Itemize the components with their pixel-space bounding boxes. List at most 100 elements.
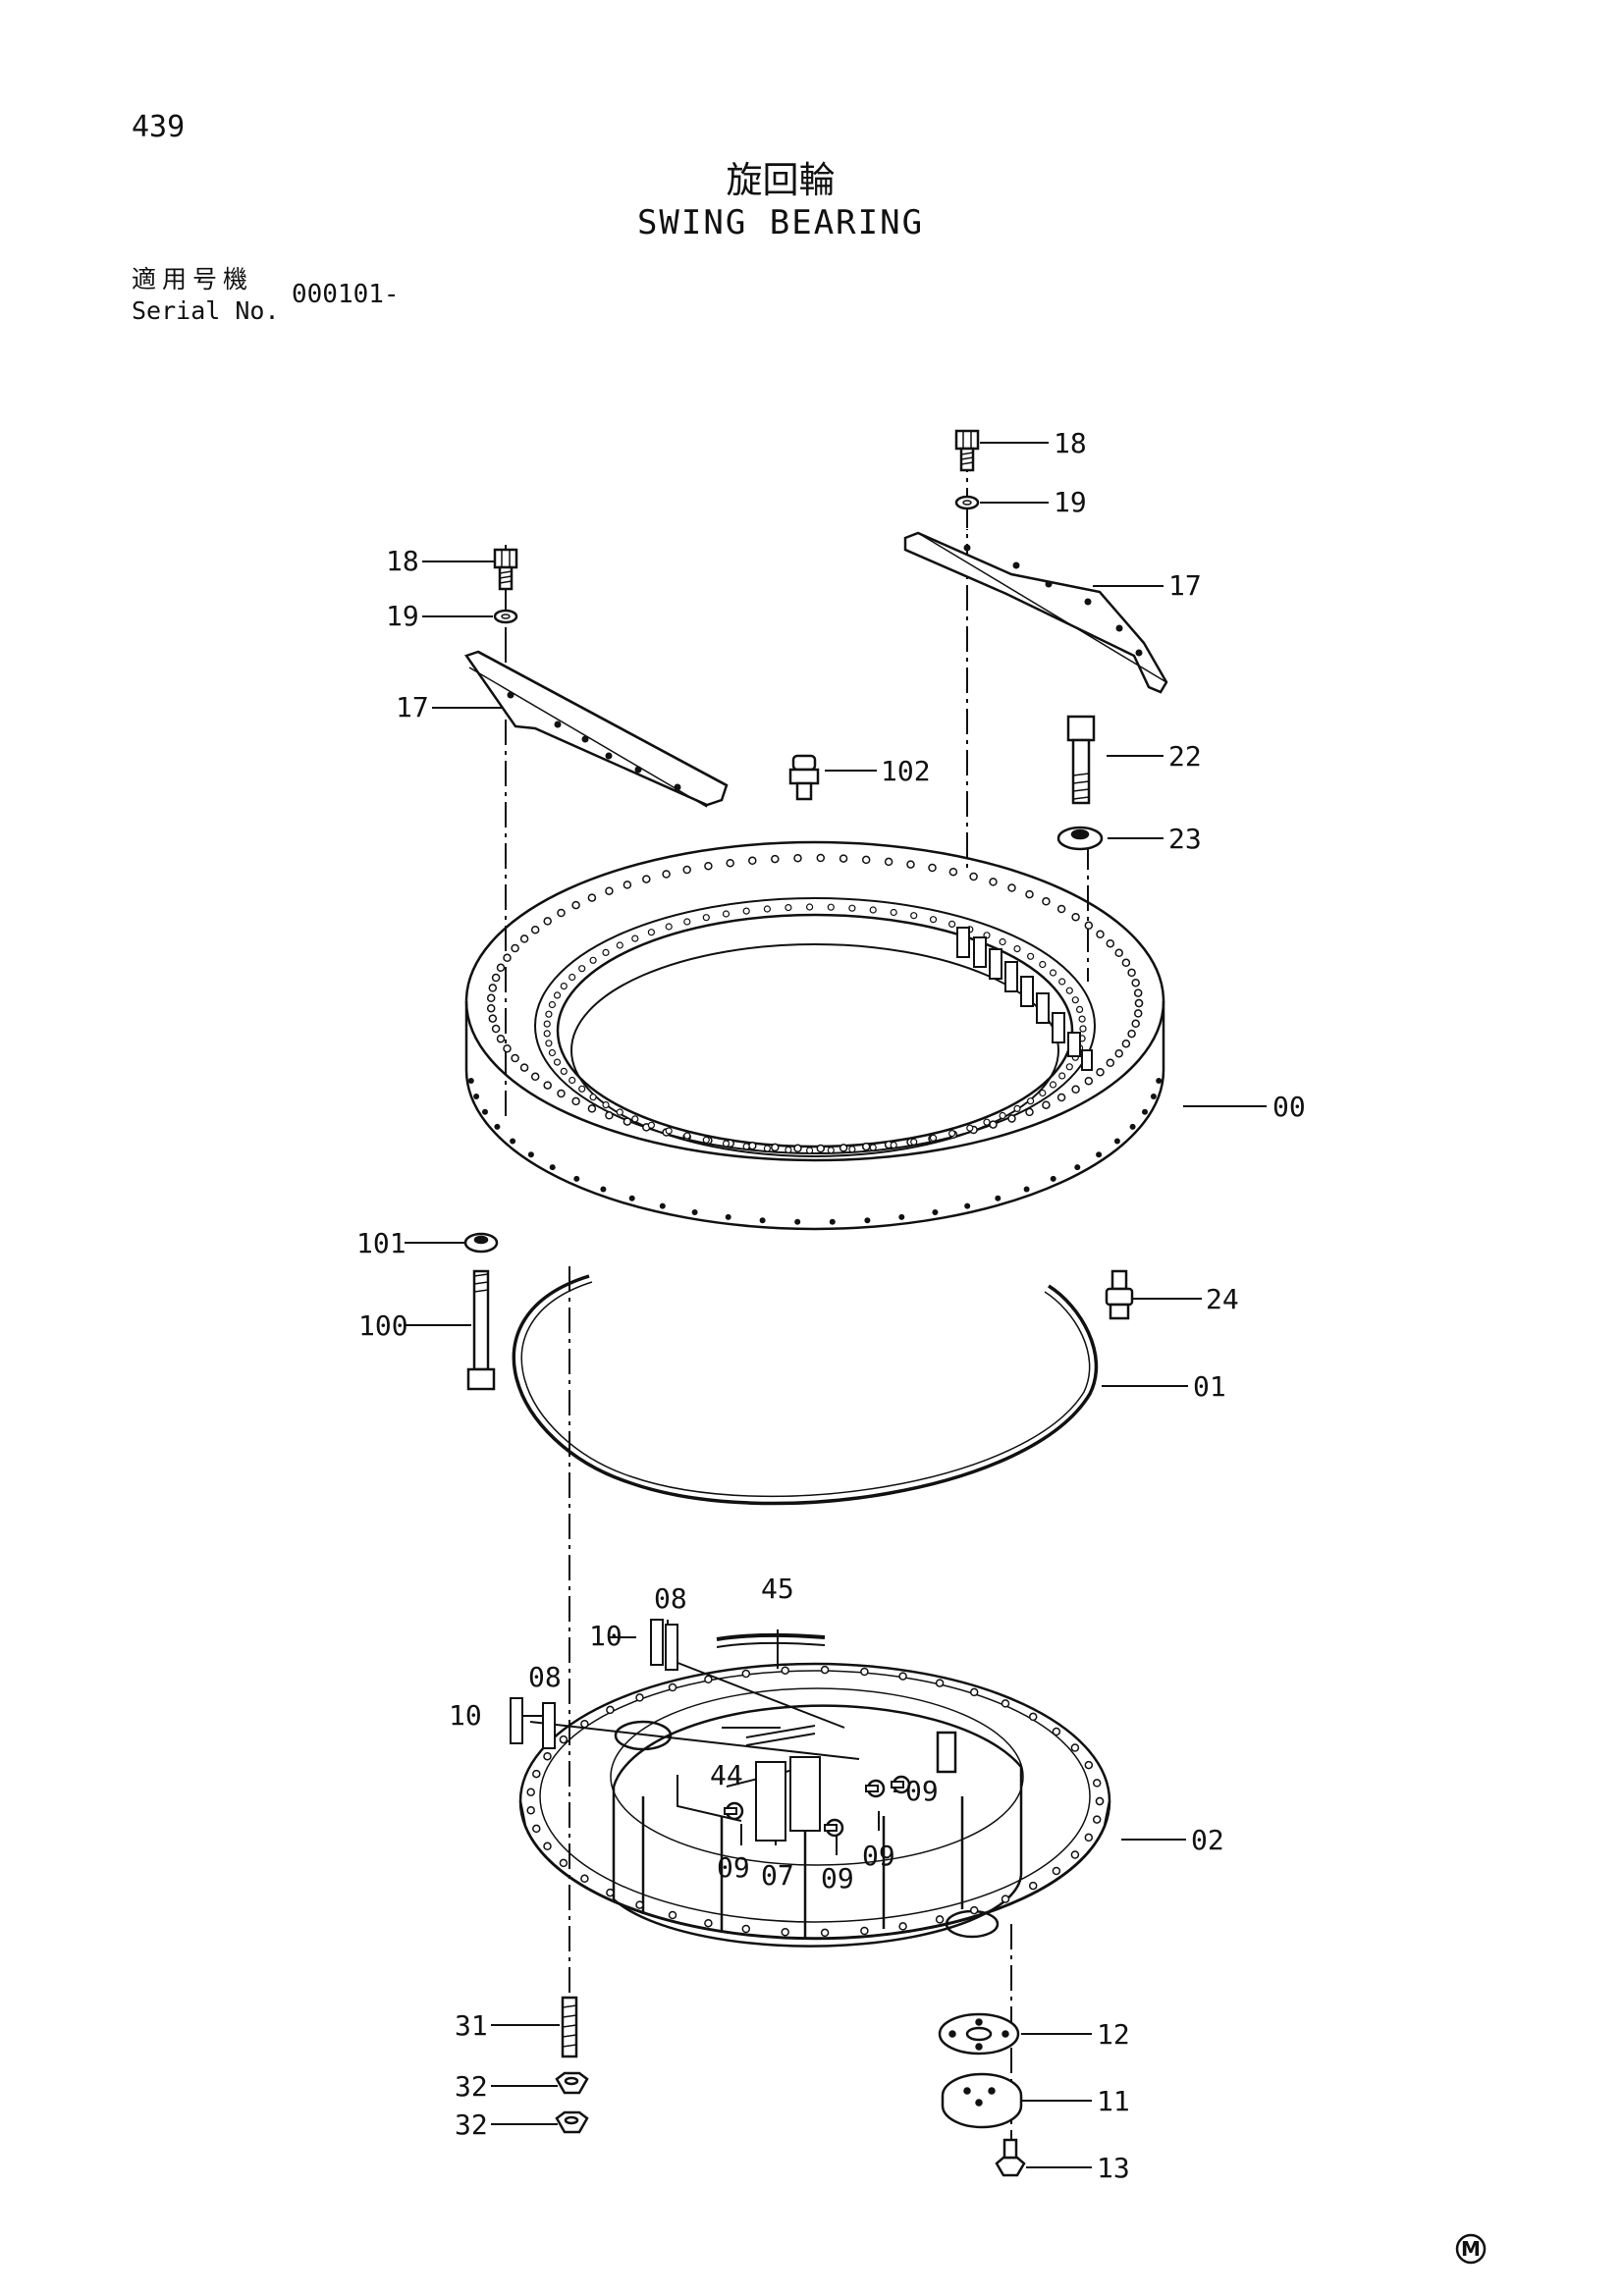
bolt-hole (543, 917, 552, 926)
bolt-hole (665, 923, 673, 931)
title-english: SWING BEARING (636, 203, 925, 242)
bolt-hole (1084, 1833, 1094, 1842)
bolt-hole (704, 1918, 713, 1928)
bolt-hole (1096, 930, 1105, 939)
bolt-hole (1127, 1029, 1136, 1039)
bolt-hole (1092, 1815, 1102, 1824)
bolt-hole (781, 1928, 789, 1937)
bolt-hole (568, 973, 576, 982)
bolt-hole (486, 1003, 496, 1013)
bolt-hole (1026, 1097, 1035, 1105)
callout-13: 13 (1097, 2152, 1130, 2184)
bolt-hole (605, 886, 614, 895)
bolt-hole (1052, 1866, 1061, 1876)
bolt-hole (683, 1132, 691, 1140)
callout-17: 17 (1168, 569, 1202, 602)
bolt-hole (530, 925, 540, 934)
bolt-hole (1079, 1025, 1087, 1033)
bolt-hole (496, 1034, 506, 1043)
bolt-hole (748, 856, 757, 866)
bolt-hole (995, 1195, 1001, 1201)
callout-100: 100 (358, 1309, 408, 1342)
bolt-hole (1071, 912, 1080, 922)
bolt-hole (1071, 996, 1079, 1004)
bolt-hole (793, 853, 802, 863)
bolt-hole (543, 1842, 552, 1851)
bolt-hole (989, 878, 998, 886)
bolt-hole (1025, 1107, 1034, 1117)
bolt-hole (1039, 960, 1047, 969)
bolt-hole (890, 908, 897, 917)
bolt-hole (1056, 904, 1066, 914)
bolt-hole (647, 929, 656, 936)
callout-12: 12 (1097, 2018, 1130, 2051)
bolt-hole (928, 863, 937, 873)
bolt-hole (785, 1146, 792, 1154)
bolt-hole (741, 1669, 751, 1679)
callout-19: 19 (386, 600, 419, 632)
bolt-hole (1074, 1164, 1081, 1171)
bolt-hole (839, 1144, 848, 1152)
bolt-hole (704, 861, 713, 871)
bolt-hole (820, 1665, 830, 1675)
bolt-hole (929, 1134, 938, 1142)
bolt-hole (906, 860, 915, 869)
bolt-hole (682, 865, 691, 875)
bolt-hole (491, 973, 501, 983)
bolt-hole (1096, 1067, 1105, 1077)
bolt-hole (496, 963, 506, 973)
bolt-hole (683, 918, 691, 926)
bolt-hole (1013, 1104, 1021, 1113)
bolt-hole (1071, 1085, 1080, 1095)
bolt-hole (999, 1111, 1006, 1120)
bolt-hole (771, 1143, 780, 1152)
bolt-hole (805, 903, 814, 911)
callout-102: 102 (881, 755, 931, 787)
bolt-hole (1133, 1009, 1143, 1018)
callout-00: 00 (1272, 1091, 1306, 1123)
bolt-hole (691, 1209, 698, 1215)
bolt-hole (722, 910, 731, 918)
bolt-hole (1050, 1175, 1056, 1182)
bolt-hole (861, 1142, 871, 1151)
bolt-hole (557, 908, 566, 918)
callout-22: 22 (1168, 740, 1202, 773)
callout-08: 08 (528, 1661, 562, 1693)
bolt-hole (1028, 1712, 1038, 1722)
bolt-hole (860, 1926, 869, 1936)
bolt-hole (964, 1202, 971, 1209)
bolt-hole (898, 1213, 905, 1220)
bolt-hole (848, 1146, 856, 1153)
bolt-hole (1058, 1072, 1066, 1080)
bolt-hole (935, 1915, 945, 1924)
bolt-hole (1114, 1048, 1123, 1058)
bolt-hole (659, 1202, 666, 1209)
callout-101: 101 (356, 1227, 406, 1259)
bolt-hole (1049, 1081, 1057, 1089)
bolt-hole (722, 1140, 731, 1148)
callout-45: 45 (761, 1573, 794, 1605)
bolt-hole (1049, 969, 1057, 977)
bolt-hole (948, 867, 958, 877)
bolt-hole (519, 1063, 529, 1072)
bolt-hole (605, 1111, 614, 1120)
bolt-hole (848, 904, 856, 912)
bolt-hole (820, 1928, 830, 1938)
bolt-hole (616, 1108, 623, 1116)
bolt-hole (1007, 883, 1016, 892)
bolt-hole (635, 1900, 644, 1909)
bolt-hole (1084, 1076, 1094, 1086)
bolt-hole (869, 906, 877, 914)
bolt-hole (549, 1164, 556, 1171)
bolt-hole (543, 1751, 552, 1761)
bolt-hole (602, 948, 610, 957)
bolt-hole (543, 1020, 551, 1028)
serial-label-japanese: 適用号機 (132, 265, 254, 294)
bolt-hole (606, 1705, 615, 1715)
bolt-hole (829, 1218, 836, 1225)
bolt-hole (631, 934, 639, 942)
bolt-hole (668, 1682, 677, 1692)
bolt-hole (793, 1144, 802, 1153)
bolt-hole (532, 1824, 541, 1834)
